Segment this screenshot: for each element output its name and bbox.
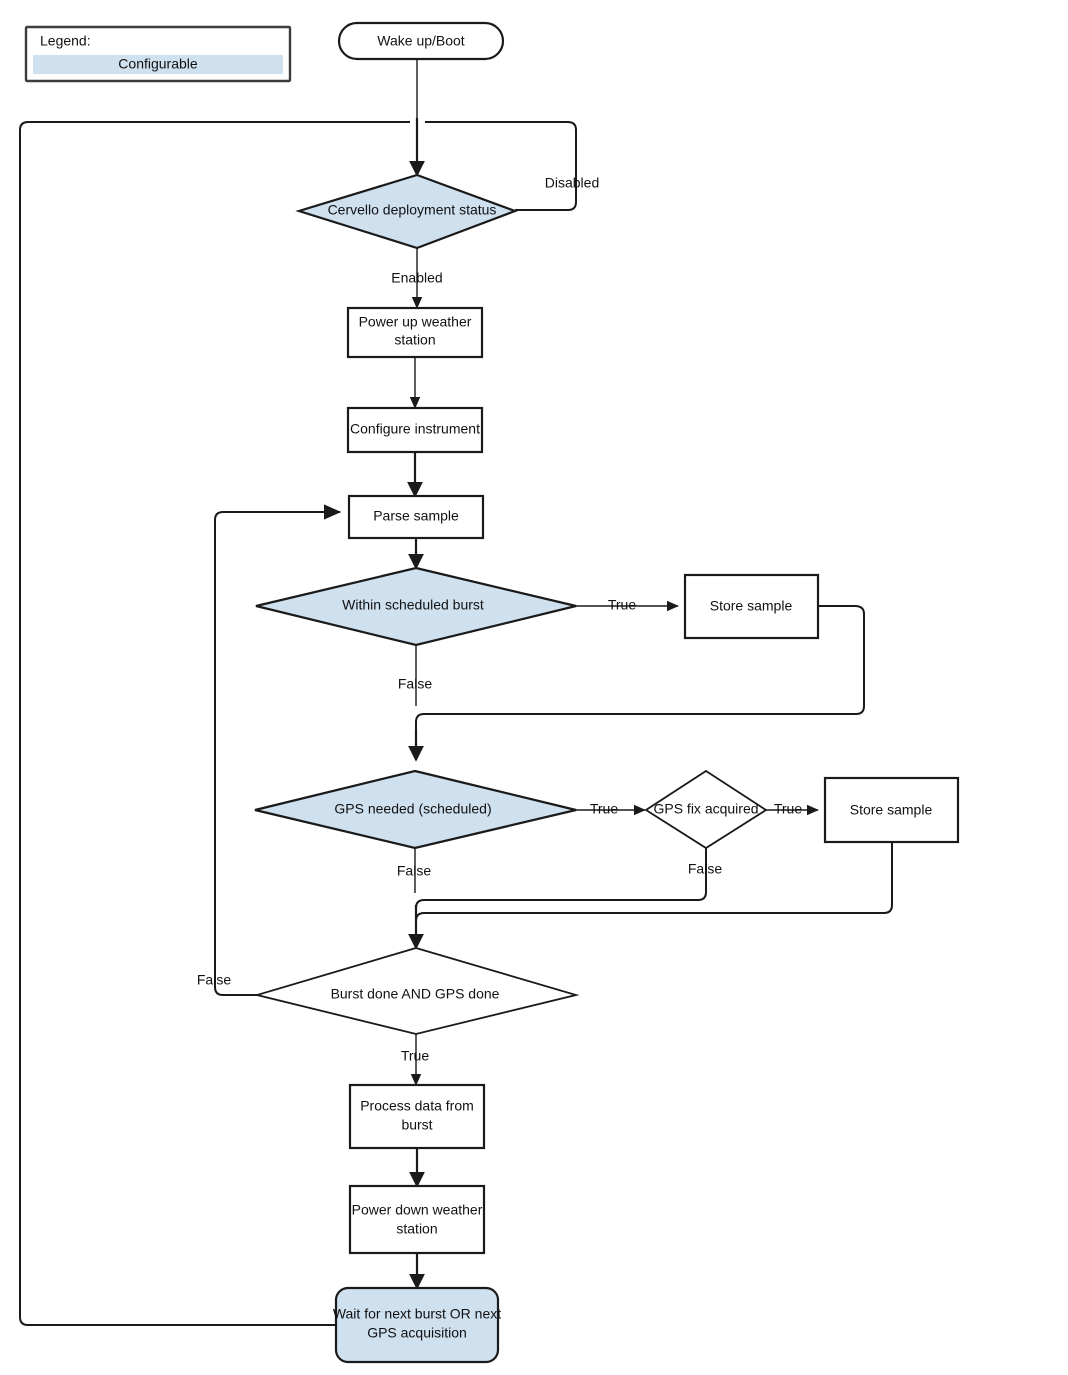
node-parse-sample[interactable]: Parse sample — [347, 494, 485, 540]
node-label-wait-for-next-burst-or-gps-line1: Wait for next burst OR next — [333, 1306, 501, 1322]
nodes-layer: Wake up/Boot Cervello deployment status … — [253, 21, 960, 1364]
edge-deployment-disabled-loop — [425, 121, 577, 211]
node-label-gps-needed-scheduled: GPS needed (scheduled) — [334, 801, 491, 817]
node-configure-instrument[interactable]: Configure instrument — [346, 406, 484, 454]
edge-burst-done-false-loop — [214, 504, 342, 996]
node-shape-configure-instrument — [346, 406, 484, 454]
node-label-process-data-from-burst-line1: Process data from — [360, 1098, 474, 1114]
node-label-wake-up-boot: Wake up/Boot — [377, 33, 465, 49]
node-label-power-up-weather-station-line1: Power up weather — [359, 314, 472, 330]
node-shape-store-sample-2 — [823, 776, 960, 844]
node-label-configure-instrument: Configure instrument — [350, 421, 480, 437]
edge-label-within-true: True — [608, 597, 636, 613]
node-shape-power-up-weather-station — [346, 306, 484, 359]
node-gps-needed-scheduled[interactable]: GPS needed (scheduled) — [254, 769, 577, 850]
node-shape-process-data-from-burst — [348, 1083, 486, 1150]
edge-label-gps-false: False — [397, 863, 431, 879]
legend-swatch-configurable — [33, 55, 283, 74]
node-burst-done-and-gps-done[interactable]: Burst done AND GPS done — [253, 947, 580, 1035]
node-shape-store-sample-1 — [683, 573, 820, 640]
legend-title: Legend: — [40, 33, 91, 49]
node-shape-power-down-weather-station — [348, 1184, 486, 1255]
node-shape-wake-up-boot — [337, 21, 505, 61]
edge-store-sample-2-merge — [415, 842, 893, 932]
edge-label-done-true: True — [401, 1048, 429, 1064]
node-cervello-deployment-status[interactable]: Cervello deployment status — [295, 173, 519, 250]
edge-label-gps-true: True — [590, 801, 618, 817]
edge-label-gpsfix-true: True — [774, 801, 802, 817]
node-label-parse-sample: Parse sample — [373, 508, 459, 524]
node-label-store-sample-1: Store sample — [710, 598, 793, 614]
node-label-gps-fix-acquired: GPS fix acquired — [653, 801, 758, 817]
node-shape-gps-fix-acquired — [644, 769, 768, 850]
node-label-power-down-weather-station-line1: Power down weather — [352, 1202, 483, 1218]
node-label-power-up-weather-station-line2: station — [394, 332, 435, 348]
node-label-power-down-weather-station-line2: station — [396, 1221, 437, 1237]
edge-gps-fix-false — [415, 848, 707, 932]
edge-label-enabled: Enabled — [391, 270, 442, 286]
legend: Legend: Configurable — [24, 25, 292, 83]
node-label-store-sample-2: Store sample — [850, 802, 933, 818]
edge-label-gpsfix-false: False — [688, 861, 722, 877]
node-shape-within-scheduled-burst — [255, 566, 577, 647]
node-wait-for-next-burst-or-gps[interactable]: Wait for next burst OR next GPS acquisit… — [333, 1286, 501, 1364]
edge-label-within-false: False — [398, 676, 432, 692]
node-power-down-weather-station[interactable]: Power down weather station — [348, 1184, 486, 1255]
node-shape-burst-done-and-gps-done — [253, 947, 580, 1035]
node-within-scheduled-burst[interactable]: Within scheduled burst — [255, 566, 577, 647]
node-process-data-from-burst[interactable]: Process data from burst — [348, 1083, 486, 1150]
edge-store-sample-1-merge — [415, 605, 865, 757]
node-label-process-data-from-burst-line2: burst — [401, 1117, 432, 1133]
node-label-cervello-deployment-status: Cervello deployment status — [328, 202, 497, 218]
node-shape-gps-needed-scheduled — [254, 769, 577, 850]
node-label-burst-done-and-gps-done: Burst done AND GPS done — [331, 986, 500, 1002]
edge-label-disabled: Disabled — [545, 175, 599, 191]
node-shape-cervello-deployment-status — [295, 173, 519, 250]
edges-layer: Disabled Enabled True False True — [19, 58, 893, 1326]
node-shape-wait-for-next-burst-or-gps — [334, 1286, 500, 1364]
node-label-within-scheduled-burst: Within scheduled burst — [342, 597, 484, 613]
node-wake-up-boot[interactable]: Wake up/Boot — [337, 21, 505, 61]
node-label-wait-for-next-burst-or-gps-line2: GPS acquisition — [367, 1325, 467, 1341]
node-gps-fix-acquired[interactable]: GPS fix acquired — [644, 769, 768, 850]
edge-label-done-false: False — [197, 972, 231, 988]
legend-entry-label-configurable: Configurable — [118, 56, 198, 72]
node-store-sample-1[interactable]: Store sample — [683, 573, 820, 640]
edge-wait-outer-loop — [19, 121, 410, 1326]
node-store-sample-2[interactable]: Store sample — [823, 776, 960, 844]
node-power-up-weather-station[interactable]: Power up weather station — [346, 306, 484, 359]
node-shape-parse-sample — [347, 494, 485, 540]
